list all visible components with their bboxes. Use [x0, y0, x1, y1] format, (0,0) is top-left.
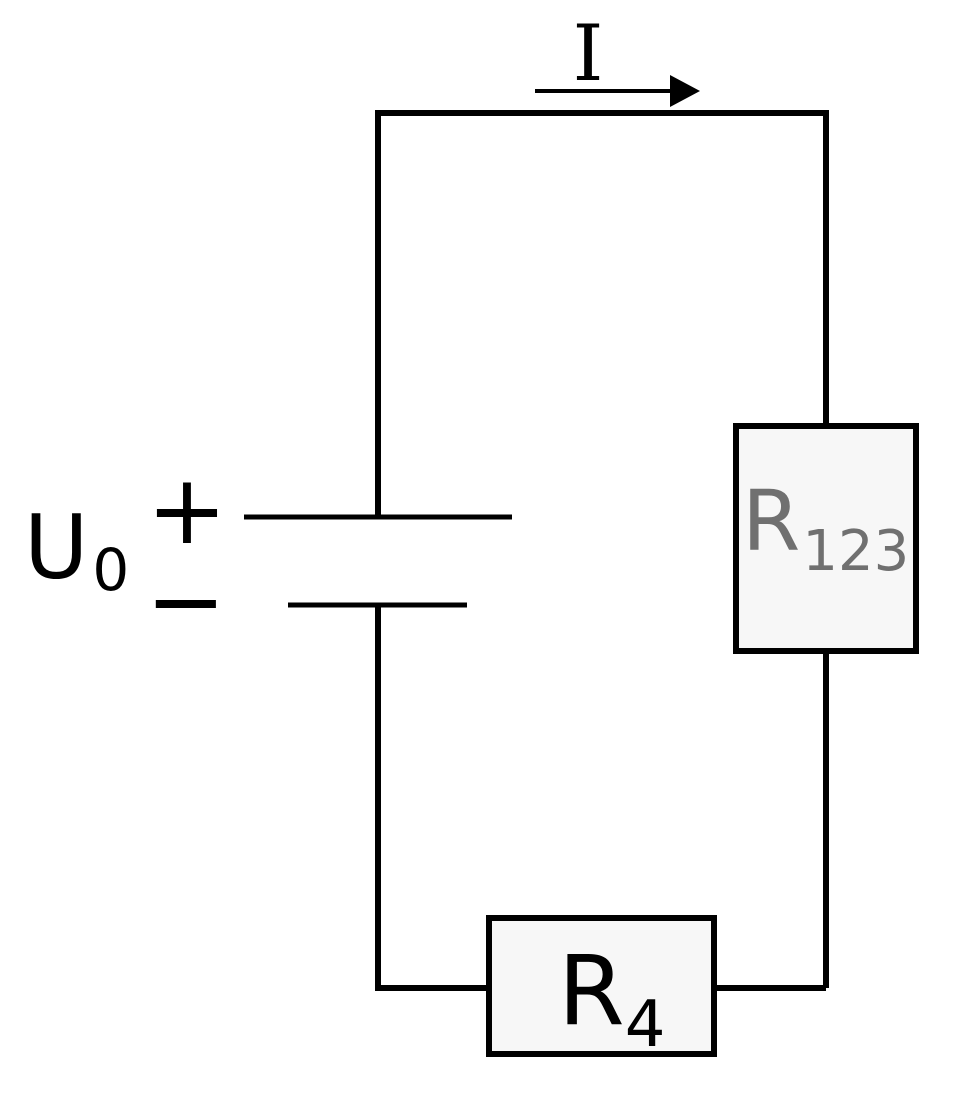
circuit-wires [375, 110, 829, 991]
resistor-r123-symbol: R [742, 472, 800, 570]
source-symbol: U [24, 496, 88, 599]
current-arrow-head [670, 75, 700, 107]
resistor-r4-subscript: 4 [625, 988, 666, 1062]
resistor-r123: R123 [733, 423, 919, 654]
resistor-r4-body [486, 915, 717, 1057]
source-plus-sign: + [147, 454, 227, 566]
resistor-r4-label: R4 [558, 935, 665, 1062]
resistor-r4-symbol: R [558, 935, 625, 1047]
current-label: I [573, 9, 604, 99]
wire-bottom-left [375, 605, 489, 991]
resistor-r123-subscript: 123 [802, 519, 909, 584]
source-subscript: 0 [92, 536, 129, 604]
source-minus-sign: − [146, 545, 226, 657]
resistor-r123-body [733, 423, 919, 654]
voltage-source [244, 514, 512, 608]
resistor-r123-label: R123 [742, 472, 909, 584]
wire-top-loop [375, 110, 829, 517]
source-voltage-label: U0 [24, 496, 129, 604]
source-label: U0 + − [24, 454, 227, 657]
current-indicator: I [535, 9, 700, 107]
resistor-r4: R4 [486, 915, 717, 1062]
